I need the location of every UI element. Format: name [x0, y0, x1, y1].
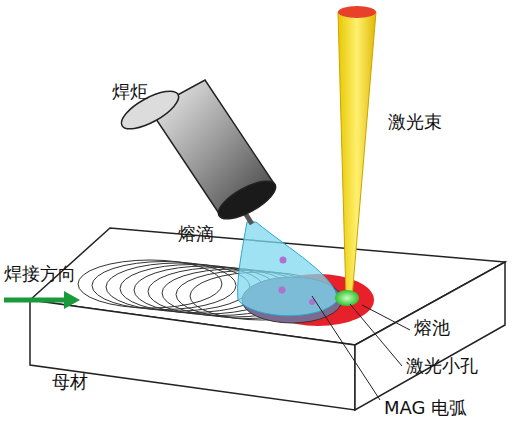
- droplet: [280, 257, 287, 264]
- torch-label: 焊炬: [112, 82, 148, 102]
- droplet-label: 熔滴: [178, 224, 214, 244]
- mag-arc: [238, 222, 338, 316]
- direction-label: 焊接方向: [4, 264, 76, 284]
- direction-arrow: [4, 298, 66, 303]
- droplet: [279, 287, 286, 294]
- base-metal-label: 母材: [52, 372, 88, 392]
- direction-arrow-head: [64, 291, 80, 309]
- bead-ripple: [106, 263, 250, 311]
- leader-line: [350, 304, 402, 366]
- laser-beam-label: 激光束: [388, 112, 442, 132]
- arc-label: MAG 电弧: [384, 398, 467, 418]
- laser-beam: [338, 12, 376, 298]
- pool-label: 熔池: [414, 318, 450, 338]
- keyhole-label: 激光小孔: [406, 356, 478, 376]
- plate-side: [355, 262, 505, 410]
- laser-keyhole: [335, 290, 359, 306]
- leader-line: [312, 296, 380, 400]
- beam-top: [338, 6, 376, 18]
- torch-nozzle: [213, 174, 281, 226]
- bead-ripple: [92, 262, 236, 310]
